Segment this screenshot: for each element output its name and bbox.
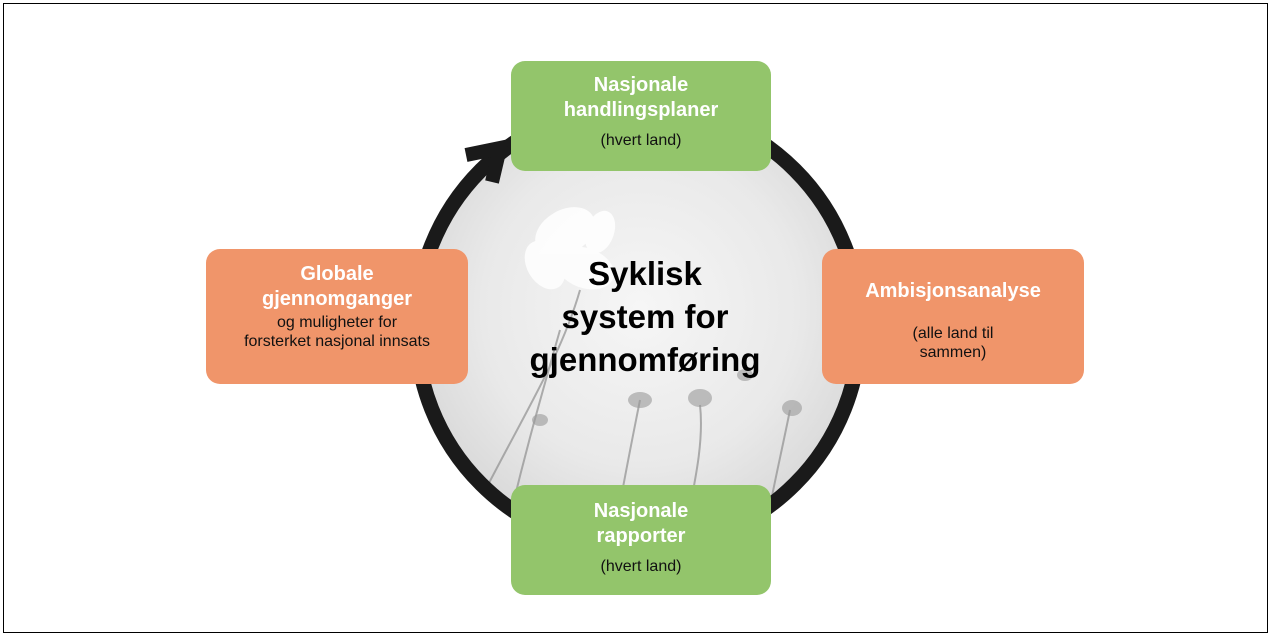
node-title: Globale <box>300 263 374 285</box>
center-title-line: gjennomføring <box>529 341 761 378</box>
cycle-arrowhead-icon <box>464 138 510 184</box>
node-title: gjennomganger <box>261 288 412 310</box>
node-title: handlingsplaner <box>563 99 719 121</box>
node-subtitle: (hvert land) <box>600 558 682 575</box>
node-title: Ambisjonsanalyse <box>865 280 1041 302</box>
node-national-reports: Nasjonale rapporter (hvert land) <box>511 485 771 595</box>
node-global-reviews: Globale gjennomganger og muligheter for … <box>206 249 468 384</box>
node-subtitle: og muligheter for <box>276 314 398 331</box>
node-subtitle: (alle land til <box>912 325 994 342</box>
node-title: Nasjonale <box>593 500 689 522</box>
node-ambition-analysis: Ambisjonsanalyse (alle land til sammen) <box>822 249 1084 384</box>
center-title-line: Syklisk <box>588 255 702 292</box>
flower-photo <box>423 112 853 542</box>
center-title: Syklisk system for gjennomføring <box>500 252 790 381</box>
node-subtitle: (hvert land) <box>600 132 682 149</box>
node-title: rapporter <box>596 525 686 547</box>
node-subtitle: sammen) <box>919 344 987 361</box>
node-national-action-plans: Nasjonale handlingsplaner (hvert land) <box>511 61 771 171</box>
node-title: Nasjonale <box>593 74 689 96</box>
center-title-line: system for <box>561 298 729 335</box>
node-subtitle: forsterket nasjonal innsats <box>244 333 430 350</box>
